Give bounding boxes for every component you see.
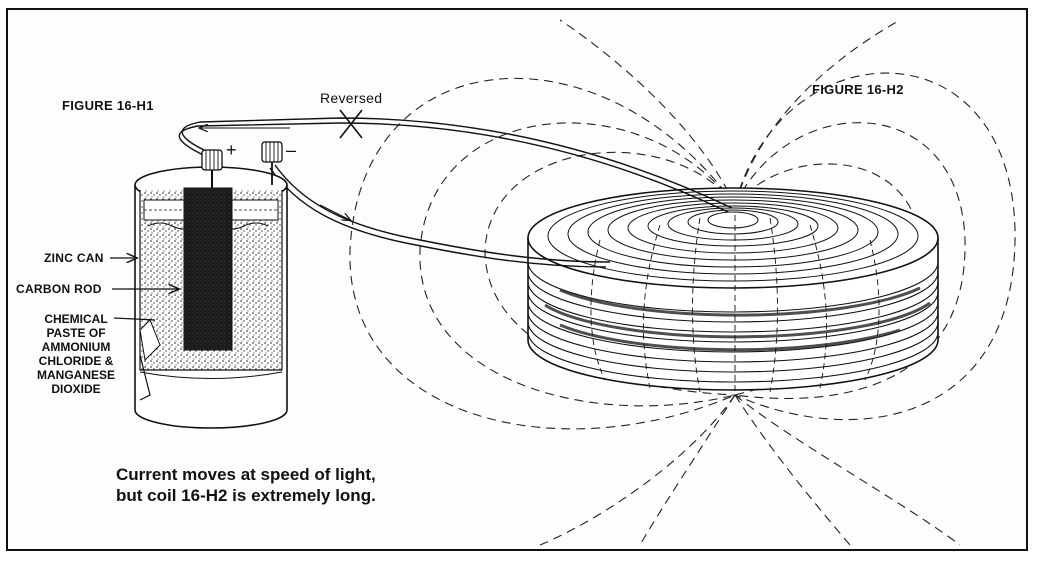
figure-16-h1-label: FIGURE 16-H1 bbox=[62, 98, 154, 113]
battery bbox=[134, 141, 288, 429]
paste-line: CHEMICAL bbox=[44, 312, 108, 326]
wires bbox=[178, 109, 733, 268]
caption: Current moves at speed of light, but coi… bbox=[116, 464, 376, 506]
caption-line: but coil 16-H2 is extremely long. bbox=[116, 486, 376, 505]
zinc-can-label: ZINC CAN bbox=[44, 251, 104, 265]
leader-lines bbox=[110, 258, 178, 321]
paste-line: DIOXIDE bbox=[51, 382, 101, 396]
chemical-paste-label: CHEMICAL PASTE OF AMMONIUM CHLORIDE & MA… bbox=[28, 312, 124, 396]
paste-line: MANGANESE bbox=[36, 368, 115, 382]
minus-sign: – bbox=[286, 140, 297, 160]
paste-line: AMMONIUM bbox=[41, 340, 111, 354]
coil bbox=[527, 187, 939, 395]
paste-line: CHLORIDE & bbox=[38, 354, 114, 368]
negative-terminal-icon bbox=[261, 141, 283, 185]
reversed-label: Reversed bbox=[320, 90, 383, 106]
plus-sign: + bbox=[226, 140, 237, 160]
paste-line: PASTE OF bbox=[46, 326, 106, 340]
caption-line: Current moves at speed of light, bbox=[116, 465, 376, 484]
positive-terminal-icon bbox=[201, 149, 223, 188]
figure-16-h2-label: FIGURE 16-H2 bbox=[812, 82, 904, 97]
carbon-rod-label: CARBON ROD bbox=[16, 282, 102, 296]
